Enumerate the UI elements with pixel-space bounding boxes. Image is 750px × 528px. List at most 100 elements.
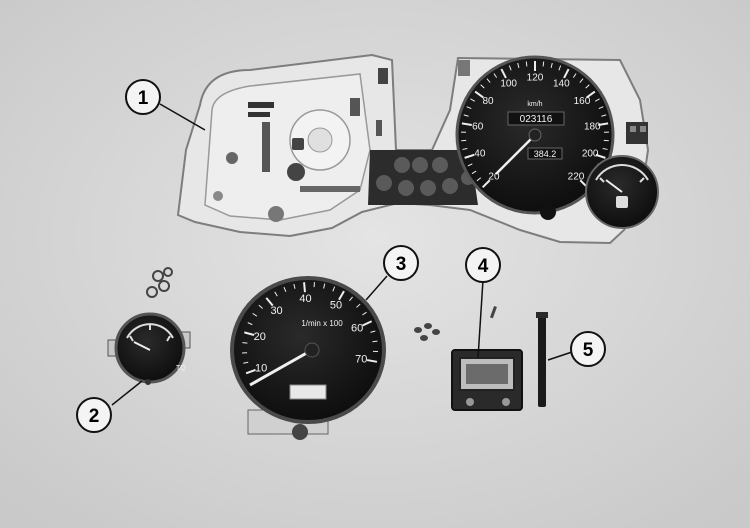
light-guide-strip [536, 312, 548, 407]
speedometer-tick-tick [550, 62, 553, 69]
loose-screws [414, 306, 497, 341]
speedometer-tick-tick [542, 61, 545, 67]
speedometer: 20 40 60 80 100 120 140 160 180 200 220 km/h 02311… [455, 55, 615, 220]
speedometer-tick-tick [481, 179, 491, 189]
speedometer-tick-tick [594, 98, 600, 102]
speedometer-tick-label: 220 [568, 171, 585, 182]
tachometer-tick-tick [245, 368, 256, 375]
speedometer-tick-tick [486, 78, 491, 83]
speedometer-tick-tick [463, 114, 469, 117]
speedometer-tick-tick [474, 90, 484, 99]
trip-readout: 384.2 [534, 149, 557, 159]
speedometer-tick-tick [601, 114, 607, 117]
speedometer-unit: km/h [527, 101, 542, 108]
speedometer-tick-tick [471, 170, 477, 175]
speedometer-tick-tick [563, 68, 570, 79]
speedometer-tick-tick [602, 147, 608, 150]
tachometer-tick-tick [362, 311, 367, 316]
speedometer-tick-label: 60 [472, 121, 484, 132]
tachometer-tick-tick [265, 297, 274, 307]
tachometer-tick-label: 40 [299, 293, 311, 305]
tachometer-tick-tick [283, 286, 287, 292]
speedometer-tick-tick [500, 68, 507, 79]
tachometer-tick-tick [293, 283, 296, 289]
tachometer-tick-tick [243, 361, 249, 364]
temperature-gauge [585, 155, 659, 229]
speedometer-tick-label: 200 [582, 148, 599, 159]
tachometer-tick-tick [332, 286, 336, 292]
tachometer-tick-tick [323, 283, 326, 289]
callout-5: 5 [570, 331, 606, 367]
speedometer-tick-tick [595, 153, 606, 159]
tachometer-tick-label: 10 [255, 362, 267, 374]
speedometer-tick-tick [598, 122, 609, 126]
speedometer-tick-label: 120 [527, 72, 544, 83]
speedometer-tick-label: 160 [574, 96, 591, 107]
speedometer-tick-tick [462, 147, 468, 150]
speedometer-tick-tick [579, 78, 584, 83]
callout-5-label: 5 [583, 340, 594, 361]
speedometer-hub [528, 128, 542, 142]
speedometer-tick-tick [480, 84, 485, 89]
speedometer-tick-tick [525, 61, 528, 67]
speedometer-tick-tick [464, 153, 475, 159]
speedometer-tick-label: 140 [553, 79, 570, 90]
callout-4: 4 [465, 247, 501, 283]
callout-3-label: 3 [396, 254, 407, 275]
callout-4-label: 4 [478, 256, 489, 277]
tachometer-tick-tick [362, 320, 373, 327]
odometer-readout: 023116 [520, 114, 553, 125]
speedometer-tick-labels: 20 40 60 80 100 120 140 160 180 200 220 [472, 72, 601, 182]
callout-2: 2 [76, 397, 112, 433]
speedometer-tick-tick [467, 163, 473, 167]
tachometer-tick-tick [274, 291, 278, 297]
display-module [451, 349, 523, 411]
speedometer-tick-label: 80 [483, 96, 495, 107]
speedometer-tick-label: 180 [584, 121, 601, 132]
tachometer-tick-label: 50 [330, 300, 342, 312]
speedometer-tick-label: 20 [488, 171, 500, 182]
tachometer-tick-tick [242, 342, 248, 344]
speedometer-tick-tick [572, 73, 577, 78]
speedometer-tick-tick [558, 65, 562, 71]
tachometer-tick-label: 20 [254, 331, 266, 343]
tachometer-hub [304, 342, 320, 358]
speedometer-tick-tick [598, 106, 604, 110]
speedometer-tick-label: 40 [474, 148, 486, 159]
tachometer-tick-tick [338, 290, 345, 301]
callout-leaders [111, 103, 573, 406]
callout-2-label: 2 [89, 406, 100, 427]
tachometer-tick-tick [356, 303, 361, 308]
callout-1-label: 1 [138, 88, 149, 109]
speedometer-tick-tick [461, 122, 472, 126]
fuel-gauge-label: TQ [176, 365, 186, 372]
speedometer-tick-tick [585, 84, 590, 89]
fuel-gauge: TQ [107, 267, 191, 385]
speedometer-tick-label: 100 [500, 79, 517, 90]
tachometer-tick-marks [242, 282, 378, 375]
tachometer-tick-tick [370, 330, 376, 333]
speedometer-reset-knob [540, 204, 556, 220]
tachometer-unit: 1/min x 100 [301, 319, 343, 328]
tachometer-tick-label: 30 [270, 305, 282, 317]
speedometer-tick-tick [517, 62, 520, 69]
tachometer-needle [249, 348, 313, 387]
speedometer-needle [495, 134, 536, 175]
speedometer-tick-tick [508, 65, 512, 71]
callout-1: 1 [125, 79, 161, 115]
tachometer-window [289, 384, 327, 400]
speedometer-tick-tick [466, 106, 472, 110]
speedometer-tick-tick [476, 177, 482, 182]
tachometer-tick-tick [366, 359, 378, 363]
tachometer-tick-tick [252, 313, 258, 317]
tachometer-tick-label: 70 [355, 354, 367, 366]
callout-3: 3 [383, 245, 419, 281]
tachometer-tick-tick [247, 322, 253, 326]
speedometer-tick-tick [586, 90, 596, 99]
speedometer-tick-tick [493, 73, 498, 78]
tachometer-tick-tick [258, 304, 263, 309]
